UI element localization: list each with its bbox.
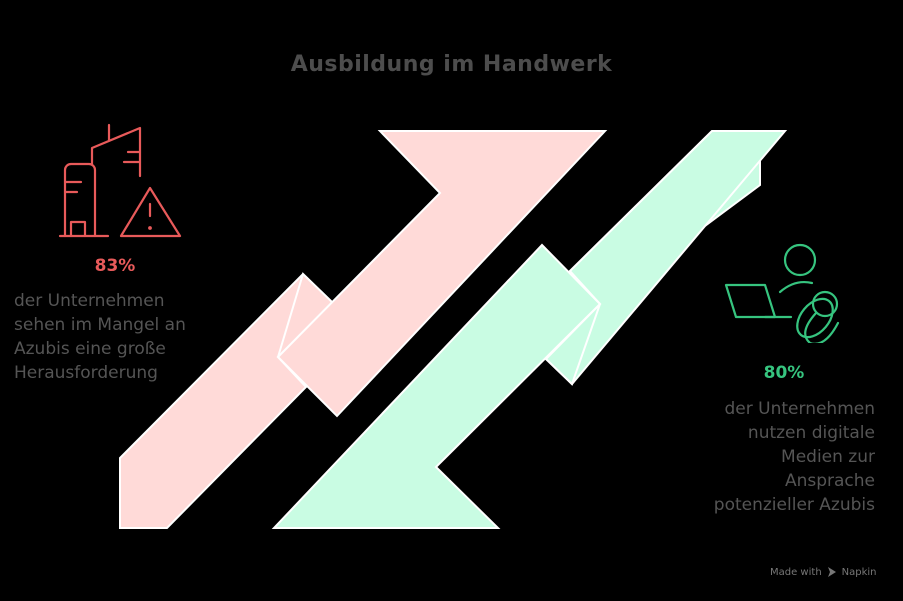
green-arrow-head-band <box>271 243 602 529</box>
brand-name: Napkin <box>841 566 877 578</box>
made-with-label: Made with <box>770 566 822 578</box>
pink-arrow-head-band <box>276 130 608 418</box>
right-desc-line: potenzieller Azubis <box>713 495 875 515</box>
pink-up-arrow <box>119 130 608 529</box>
right-desc-line: Medien zur <box>781 447 875 467</box>
green-down-arrow <box>271 130 788 529</box>
left-desc-line: der Unternehmen <box>14 291 165 311</box>
person-laptop-icon <box>724 243 840 343</box>
right-desc-line: Ansprache <box>784 471 875 491</box>
left-desc-line: sehen im Mangel an <box>14 315 186 335</box>
page-title: Ausbildung im Handwerk <box>290 52 613 77</box>
left-stat-value: 83% <box>94 256 136 276</box>
napkin-logo-icon <box>827 567 836 577</box>
right-stat-value: 80% <box>763 363 805 383</box>
right-stat-description: der Unternehmen nutzen digitale Medien z… <box>645 397 875 517</box>
right-desc-line: der Unternehmen <box>724 399 875 419</box>
buildings-warning-icon <box>58 123 182 238</box>
left-desc-line: Herausforderung <box>14 363 158 383</box>
left-stat-description: der Unternehmen sehen im Mangel an Azubi… <box>14 289 234 385</box>
right-desc-line: nutzen digitale <box>747 423 875 443</box>
made-with-napkin-badge[interactable]: Made with Napkin <box>770 566 877 578</box>
left-desc-line: Azubis eine große <box>14 339 166 359</box>
